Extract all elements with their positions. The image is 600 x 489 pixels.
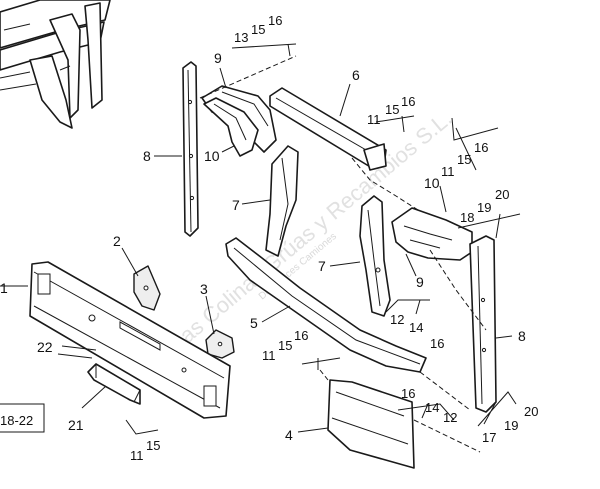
- part-9-10-right-bracket: [391, 207, 473, 261]
- ref-16: 16: [401, 386, 415, 401]
- part-1-bumper-beam: [29, 261, 231, 419]
- callout-3: 3: [200, 281, 208, 297]
- callout-7-left: 7: [232, 197, 240, 213]
- ref-16: 16: [401, 94, 415, 109]
- callout-4: 4: [285, 427, 293, 443]
- ref-14: 14: [409, 320, 423, 335]
- callout-8-left: 8: [143, 148, 151, 164]
- part-9-10-left-brackets: [201, 85, 277, 157]
- assembly-lines: [199, 55, 487, 453]
- callout-1: 1: [0, 280, 8, 296]
- ref-15: 15: [146, 438, 160, 453]
- part-8-right-upright: [469, 235, 497, 413]
- ref-19: 19: [477, 200, 491, 215]
- callout-9-right: 9: [416, 274, 424, 290]
- ref-16: 16: [474, 140, 488, 155]
- callout-5: 5: [250, 315, 258, 331]
- part-4-panel: [327, 379, 415, 469]
- ref-15: 15: [385, 102, 399, 117]
- part-5-lower-crossmember: [225, 237, 427, 373]
- ref-20: 20: [495, 187, 509, 202]
- callout-10-left: 10: [204, 148, 220, 164]
- ref-11: 11: [367, 112, 381, 127]
- callout-9-left: 9: [214, 50, 222, 66]
- reference-numbers: 13 15 16 11 15 16 11 15 16 18 19 20 12 1…: [0, 13, 538, 463]
- ref-11: 11: [441, 164, 455, 179]
- ref-17: 17: [482, 430, 496, 445]
- ref-16: 16: [430, 336, 444, 351]
- callout-10-right: 10: [424, 175, 440, 191]
- ref-15: 15: [457, 152, 471, 167]
- leader-lines: [0, 67, 513, 433]
- ref-12: 12: [443, 410, 457, 425]
- callout-21: 21: [68, 417, 84, 433]
- callout-6: 6: [352, 67, 360, 83]
- callout-7-right: 7: [318, 258, 326, 274]
- ref-11: 11: [262, 348, 276, 363]
- part-8-left-upright: [182, 61, 199, 237]
- ref-20: 20: [524, 404, 538, 419]
- callout-22: 22: [37, 339, 53, 355]
- part-6-crossmember: [269, 87, 387, 171]
- ref-13: 13: [234, 30, 248, 45]
- ref-16: 16: [294, 328, 308, 343]
- part-2-bracket: [133, 265, 161, 311]
- reference-brackets: [125, 43, 521, 435]
- ref-16: 16: [268, 13, 282, 28]
- ref-15: 15: [251, 22, 265, 37]
- part-7-left-bracket: [265, 145, 299, 257]
- ref-18: 18: [460, 210, 474, 225]
- callout-2: 2: [113, 233, 121, 249]
- ref-18-22-bracket: [0, 403, 45, 433]
- frame-section-top-left: [0, 0, 111, 129]
- ref-12: 12: [390, 312, 404, 327]
- ref-11: 11: [130, 448, 144, 463]
- ref-14: 14: [425, 400, 439, 415]
- callout-8-right: 8: [518, 328, 526, 344]
- part-21-bracket: [87, 363, 141, 405]
- callout-labels: 1 2 3 4 5 6 7 7 8 8 9 9 10 10 21 22: [0, 50, 526, 443]
- ref-15: 15: [278, 338, 292, 353]
- part-7-right-bracket: [359, 195, 391, 317]
- ref-18-22: 18-22: [0, 413, 33, 428]
- ref-19: 19: [504, 418, 518, 433]
